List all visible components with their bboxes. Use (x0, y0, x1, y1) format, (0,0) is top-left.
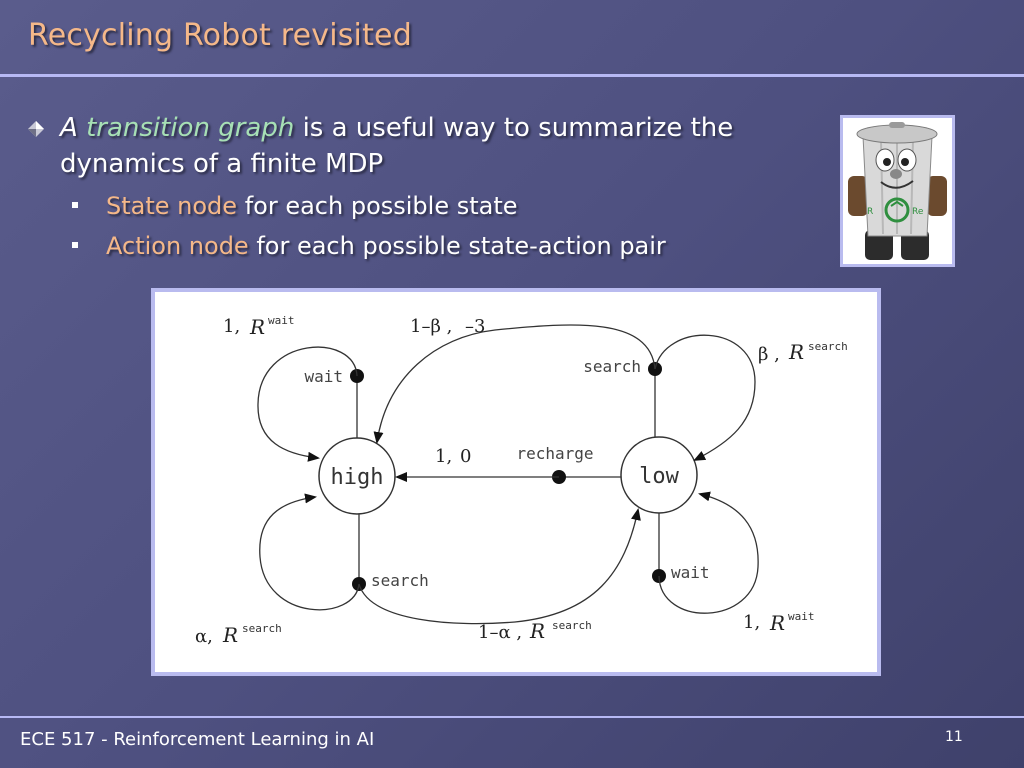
main-bullet-prefix: A (60, 113, 78, 143)
reward-symbol: R (529, 619, 545, 643)
slide-title: Recycling Robot revisited (28, 18, 412, 53)
label-recharge-prob: 1, (435, 446, 452, 467)
sub-bullet-text: for each possible state-action pair (256, 232, 665, 260)
recycling-robot-image: R Re (843, 118, 952, 264)
sub-bullet-text: for each possible state (245, 192, 518, 220)
label-search-low-high-reward: –3 (465, 316, 485, 337)
state-label-low: low (639, 464, 679, 489)
label-recharge-reward: 0 (460, 446, 471, 467)
main-bullet: A transition graph is a useful way to su… (28, 110, 818, 182)
label-wait-low-reward: wait (788, 610, 815, 623)
footer-course-title: ECE 517 - Reinforcement Learning in AI (20, 729, 374, 750)
reward-symbol: R (769, 611, 785, 635)
transition-graph-frame: high low wait 1, R wait search 1–β , –3 … (151, 288, 881, 676)
sub-bullet-term: State node (106, 192, 237, 220)
square-bullet-icon (72, 242, 78, 248)
main-bullet-term: transition graph (86, 113, 294, 143)
label-wait-low-prob: 1, (743, 612, 760, 633)
label-search-low-high-prob: 1–β , (410, 316, 452, 337)
label-search-high-low-reward: search (552, 619, 592, 632)
action-label-wait-low: wait (671, 563, 710, 582)
sub-bullet-term: Action node (106, 232, 249, 260)
bullet-list: A transition graph is a useful way to su… (28, 110, 818, 266)
robot-text-right: Re (912, 207, 924, 217)
label-search-high-high-prob: α, (195, 626, 213, 647)
sub-bullet-state-node: State node for each possible state (28, 186, 818, 226)
square-bullet-icon (72, 202, 78, 208)
label-search-high-low-prob: 1–α , (478, 622, 522, 643)
label-wait-high-reward: wait (268, 314, 295, 327)
label-wait-high-prob: 1, (223, 316, 240, 337)
label-search-low-low-reward: search (808, 340, 848, 353)
page-number: 11 (945, 729, 963, 745)
sub-bullet-action-node: Action node for each possible state-acti… (28, 226, 818, 266)
robot-image-frame: R Re (840, 115, 955, 267)
action-label-recharge: recharge (516, 444, 593, 463)
action-label-search-high: search (371, 571, 429, 590)
action-label-wait-high: wait (304, 367, 343, 386)
footer-divider (0, 716, 1024, 718)
reward-symbol: R (222, 623, 238, 647)
label-search-high-high-reward: search (242, 622, 282, 635)
state-label-high: high (331, 465, 384, 490)
reward-symbol: R (249, 315, 265, 339)
diamond-bullet-icon (28, 121, 44, 137)
label-search-low-low-prob: β , (758, 344, 780, 365)
reward-symbol: R (788, 340, 804, 364)
title-divider (0, 74, 1024, 77)
robot-text-left: R (867, 207, 873, 217)
transition-graph: high low wait 1, R wait search 1–β , –3 … (155, 292, 877, 672)
action-label-search-low: search (583, 357, 641, 376)
